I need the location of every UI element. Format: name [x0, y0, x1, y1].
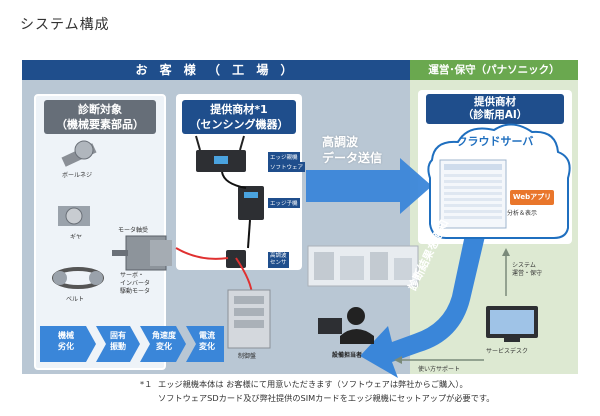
cloud-title-line2: （診断用AI）: [462, 109, 528, 121]
web-app-badge: Webアプリ: [510, 190, 554, 205]
service-desk-icon: [486, 306, 538, 342]
step-label-1: 機械 劣化: [58, 331, 74, 351]
label-motor-bearing: モータ軸受: [118, 227, 149, 234]
factory-line-icon: [307, 245, 419, 287]
label-control-panel: 制御盤: [238, 353, 257, 360]
cloud-title-line1: 提供商材: [474, 96, 516, 108]
step-chevron-4: [186, 326, 224, 362]
step-chevron-3: [140, 326, 186, 362]
tag-edge-child: エッジ子機: [268, 198, 300, 208]
high-freq-arrow-text: 高調波 データ送信: [322, 134, 382, 166]
tag-software: ソフトウェア: [268, 162, 306, 172]
footnote-line1: エッジ親機本体は お客様にて用意いただきます（ソフトウェアは弊社からご購入）。: [158, 379, 468, 389]
step-label-3: 角速度 変化: [152, 331, 176, 351]
ball-screw-icon: [61, 140, 97, 167]
high-freq-line1: 高調波: [322, 135, 359, 149]
sensing-title: 提供商材*1: [210, 103, 268, 116]
step-chevron-1: [40, 326, 96, 362]
data-transmission-arrow: [306, 158, 432, 214]
customer-region-header: お 客 様 （ 工 場 ）: [22, 60, 410, 80]
usage-support-label: 使い方サポート: [418, 366, 461, 373]
diagnosis-notify-arrow: [360, 230, 486, 378]
edge-child-device-icon: [238, 186, 264, 220]
diagnosis-target-title: 診断対象: [78, 103, 122, 116]
cloud-server-label: クラウドサーバ: [456, 135, 534, 148]
label-belt: ベルト: [66, 296, 85, 303]
footnote-line2: ソフトウェアSDカード及び弊社提供のSIMカードをエッジ親機にセットアップが必要…: [158, 393, 495, 403]
label-gear: ギヤ: [70, 234, 83, 241]
gear-icon: [58, 206, 90, 226]
facility-staff-icon: [318, 307, 374, 344]
diagnosis-target-subtitle: （機械要素部品）: [56, 118, 144, 131]
system-ops-label: システム 運営・保守: [512, 262, 543, 277]
cloud-header: 提供商材 （診断用AI）: [426, 94, 564, 124]
tag-harmonic-sensor: 高調波 センサ: [268, 252, 289, 268]
motor-icon: [112, 235, 172, 271]
facility-staff-label: 設備担当者: [332, 352, 363, 359]
edge-master-device-icon: [195, 135, 246, 172]
page-title: システム構成: [20, 17, 110, 33]
sensing-subtitle: （センシング機器）: [189, 118, 289, 131]
service-region-header: 運営･保守（パナソニック）: [410, 60, 578, 80]
belt-icon: [52, 267, 104, 289]
diagnosis-target-header: 診断対象 （機械要素部品）: [44, 100, 156, 134]
control-panel-icon: [227, 289, 271, 349]
step-chevron-2: [96, 326, 140, 362]
label-servo-motor: サーボ・ インバータ 駆動モータ: [120, 272, 151, 295]
footnote-mark: *１: [140, 379, 153, 389]
step-label-2: 固有 振動: [110, 331, 126, 351]
service-desk-label: サービスデスク: [486, 348, 529, 355]
tag-edge-master: エッジ親機: [268, 152, 300, 162]
high-freq-line2: データ送信: [322, 151, 383, 165]
web-app-subtext: 分析＆表示: [507, 210, 538, 217]
label-ball-screw: ボールネジ: [62, 172, 93, 179]
diagnosis-target-panel: [34, 94, 166, 370]
step-label-4: 電流 変化: [199, 331, 215, 351]
sensing-header: 提供商材*1 （センシング機器）: [182, 100, 296, 134]
